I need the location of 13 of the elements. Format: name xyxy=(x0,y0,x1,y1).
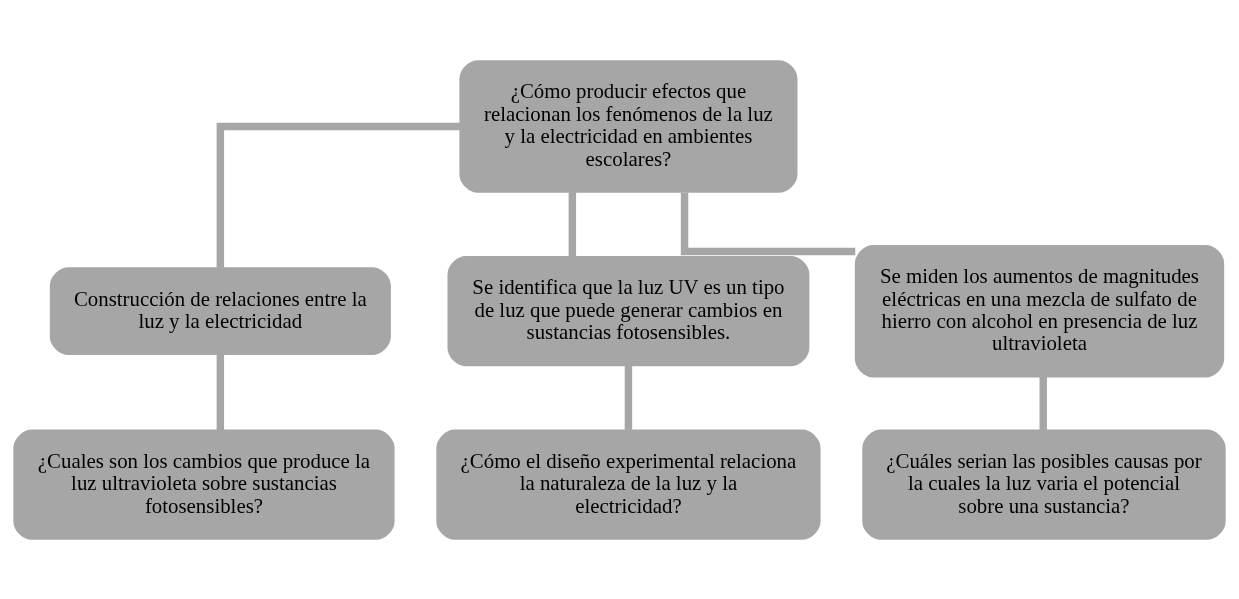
connector xyxy=(1039,376,1047,430)
node-box: Se miden los aumentos de magnitudes eléctricas en una mezcla de sulfato de hierro con alcohol en presencia de luz ultravioleta xyxy=(854,244,1225,377)
node-box: ¿Cómo producir efectos que relacionan los fenómenos de la luz y la electricidad en ambientes escolares? xyxy=(459,59,798,193)
node-box: ¿Cuáles serian las posibles causas por la cuales la luz varia el potencial sobre una sustancia? xyxy=(862,429,1226,540)
node-box: ¿Cuales son los cambios que produce la luz ultravioleta sobre sustancias fotosensibles? xyxy=(13,429,395,540)
node-box: Se identifica que la luz UV es un tipo de luz que puede generar cambios en sustancias fotosensibles. xyxy=(447,255,810,366)
connector xyxy=(680,192,856,255)
node-box: ¿Cómo el diseño experimental relaciona la naturaleza de la luz y la electricidad? xyxy=(436,429,821,540)
connector xyxy=(216,354,225,430)
connector xyxy=(568,191,577,257)
node-box: Construcción de relaciones entre la luz y la electricidad xyxy=(49,266,391,355)
connector xyxy=(216,122,461,268)
connector xyxy=(624,365,633,430)
